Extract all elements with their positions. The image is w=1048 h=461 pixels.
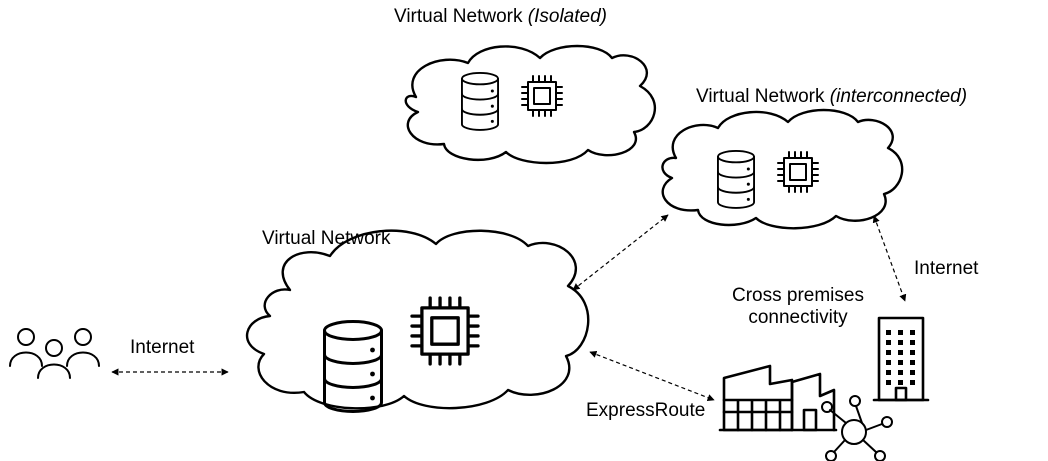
cloud-icon: [245, 229, 590, 410]
main-vnet-title: Virtual Network: [262, 228, 391, 249]
internet-label-left: Internet: [130, 337, 195, 358]
expressroute-connector: [589, 350, 715, 402]
internet-connector-office: [872, 215, 907, 302]
internet-label-right: Internet: [914, 258, 979, 279]
factory-icon: [718, 364, 838, 432]
cross-premises-label: Cross premises connectivity: [732, 285, 864, 328]
users-icon: [9, 328, 100, 379]
vnet-peering-connector: [572, 214, 669, 291]
cloud-icon: [404, 44, 657, 165]
network-hub-icon: [821, 395, 893, 461]
expressroute-label: ExpressRoute: [586, 400, 706, 421]
isolated-vnet-title: Virtual Network (Isolated): [394, 6, 607, 27]
interconnected-vnet-title: Virtual Network (interconnected): [696, 86, 968, 107]
office-building-icon: [872, 316, 930, 402]
